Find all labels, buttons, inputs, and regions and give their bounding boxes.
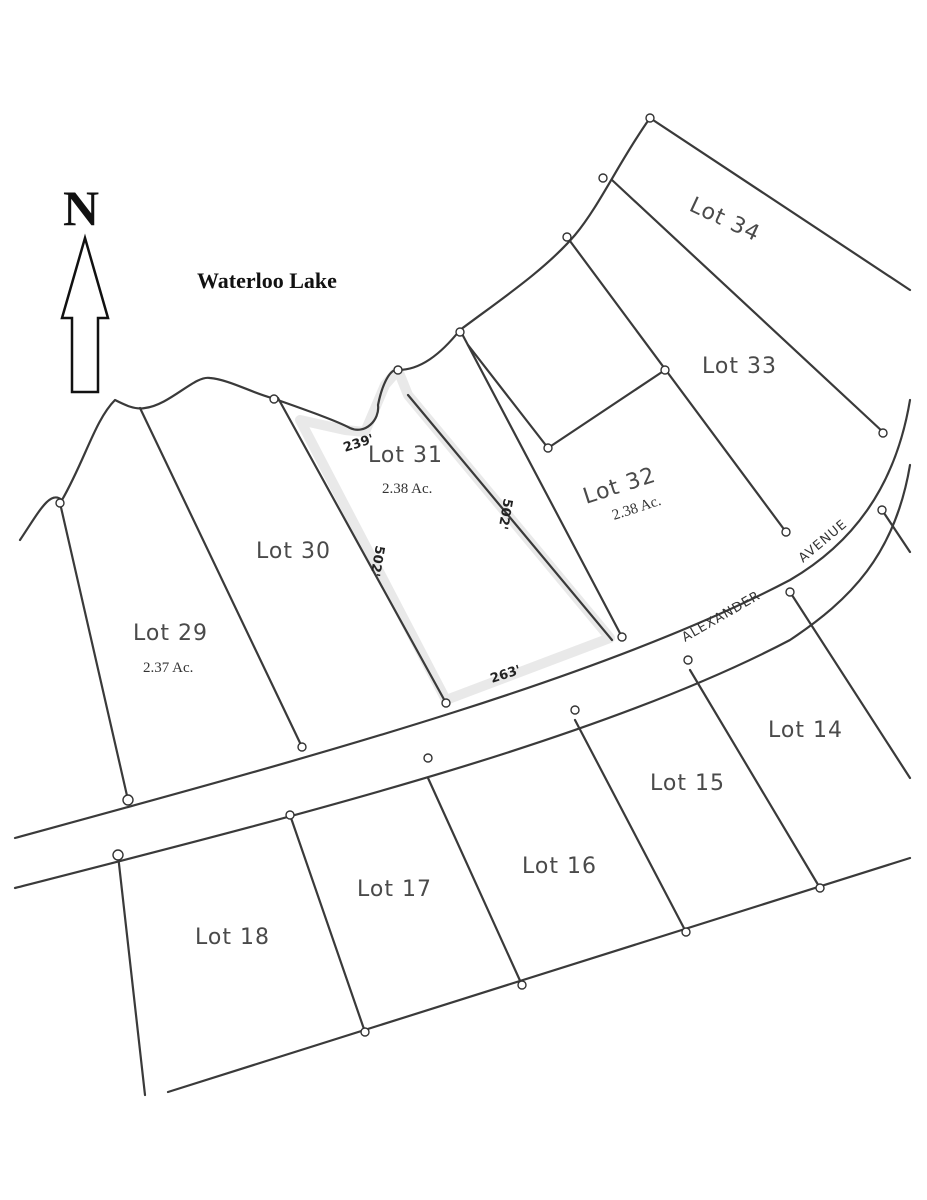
- lot-line-34-north: [648, 116, 912, 292]
- lot-line-30-29: [138, 406, 304, 749]
- south-rear-line: [166, 856, 912, 1094]
- lot-line-32-inner-a: [466, 343, 550, 450]
- lot-line-31-30: [276, 396, 448, 705]
- lot-line-31-east: [406, 393, 614, 642]
- lot-18-label: Lot 18: [195, 925, 270, 950]
- lot-31-rear-dimension: 263': [489, 663, 523, 687]
- lot-29-acreage: 2.37 Ac.: [143, 660, 193, 676]
- lot-17-label: Lot 17: [357, 877, 432, 902]
- lot-34-label: Lot 34: [685, 193, 763, 247]
- lot-line-east-stub: [880, 508, 912, 554]
- lot-33-label: Lot 33: [702, 354, 777, 379]
- lot-15-label: Lot 15: [650, 771, 725, 796]
- lot-line-18-17: [288, 813, 367, 1034]
- lot-line-14-east: [788, 590, 912, 780]
- lot-31-west-dimension: 502': [367, 544, 387, 577]
- lot-16-label: Lot 16: [522, 854, 597, 879]
- lot-31-east-dimension: 502': [495, 497, 515, 530]
- lot-line-18-west: [116, 853, 147, 1097]
- street-name-part2: AVENUE: [796, 517, 851, 566]
- north-arrow-icon: [60, 233, 110, 394]
- north-arrow: N: [60, 180, 110, 394]
- shoreline: [18, 116, 652, 542]
- lot-30-label: Lot 30: [256, 539, 331, 564]
- lot-line-32-inner-b: [546, 368, 667, 450]
- lot-line-17-16: [426, 776, 524, 987]
- lot-29-label: Lot 29: [133, 621, 208, 646]
- lot-line-15-14: [688, 668, 822, 890]
- lot-line-29-west: [58, 501, 130, 802]
- lot-31-acreage: 2.38 Ac.: [382, 481, 432, 497]
- lake-label: Waterloo Lake: [197, 268, 337, 293]
- survey-pins: [55, 113, 888, 1037]
- lot-line-16-15: [573, 718, 688, 934]
- lot-line-33-32: [565, 235, 788, 534]
- lot-line-32-31: [458, 328, 624, 639]
- lot-line-34-33: [610, 178, 885, 434]
- road-north-edge: [13, 398, 912, 840]
- road-south-edge: [13, 463, 912, 890]
- lot-14-label: Lot 14: [768, 718, 843, 743]
- lot-31-label: Lot 31: [368, 443, 443, 468]
- north-label: N: [63, 180, 99, 236]
- street-name-part1: ALEXANDER: [680, 588, 764, 645]
- lot-31-highlight: [295, 365, 615, 705]
